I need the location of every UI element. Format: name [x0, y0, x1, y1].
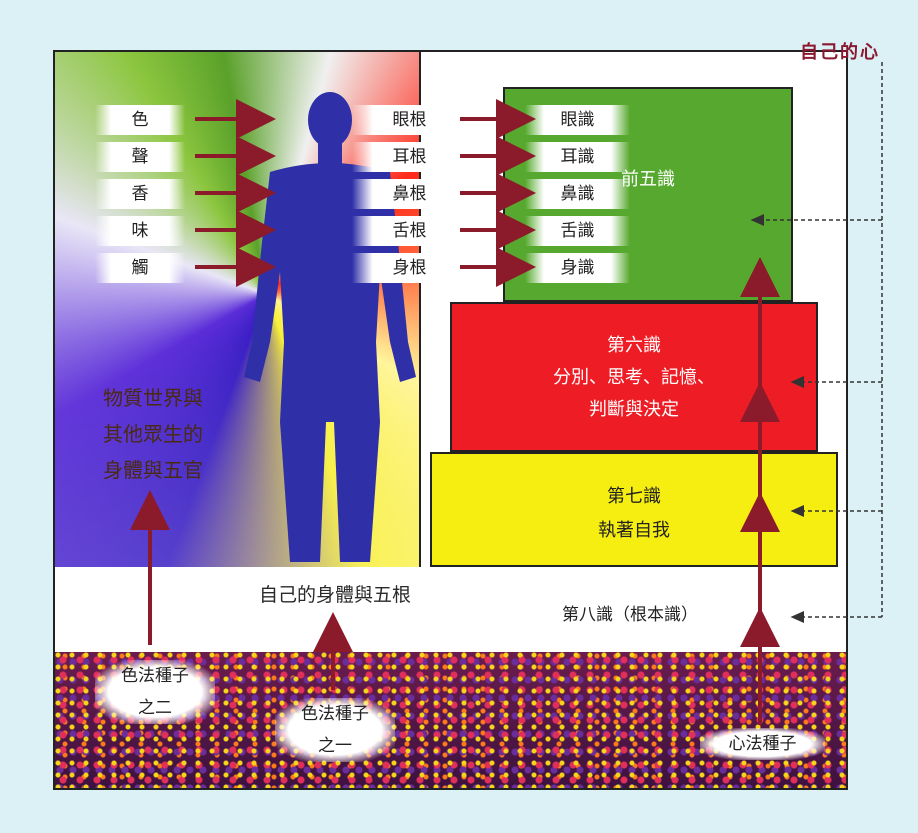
own-mind-label: 自己的心	[800, 42, 880, 63]
form-seed-one: 色法種子 之一	[275, 698, 395, 762]
own-body-label: 自己的身體與五根	[258, 584, 411, 606]
world-text-line-2: 其他眾生的	[103, 422, 203, 446]
sense-root-body: 身根	[352, 253, 467, 283]
body-consciousness: 身識	[525, 253, 630, 283]
sixth-desc-2: 判斷與決定	[589, 399, 679, 420]
sixth-consciousness-label: 第六識 分別、思考、記憶、 判斷與決定	[450, 330, 818, 426]
seventh-desc: 執著自我	[598, 520, 670, 541]
form-seed-two: 色法種子 之二	[95, 660, 215, 724]
sense-root-eye: 眼根	[352, 105, 467, 135]
seventh-consciousness-label: 第七識 執著自我	[430, 480, 838, 548]
sixth-desc-1: 分別、思考、記憶、	[553, 367, 715, 388]
sense-object-sound: 聲	[95, 142, 185, 172]
form-seed-one-line-1: 色法種子	[301, 704, 369, 724]
tongue-consciousness: 舌識	[525, 216, 630, 246]
eighth-consciousness-band	[55, 567, 846, 653]
sense-object-form: 色	[95, 105, 185, 135]
eighth-consciousness-label: 第八識（根本識）	[562, 605, 698, 625]
world-text-line-1: 物質世界與	[103, 386, 203, 410]
sense-root-ear: 耳根	[352, 142, 467, 172]
ear-consciousness: 耳識	[525, 142, 630, 172]
form-seed-two-line-2: 之二	[138, 698, 172, 718]
sense-object-smell: 香	[95, 179, 185, 209]
form-seed-one-line-2: 之一	[318, 736, 352, 756]
seventh-title: 第七識	[607, 486, 661, 507]
first-five-label: 前五識	[621, 169, 675, 190]
world-text-line-3: 身體與五官	[103, 458, 203, 482]
material-world-text: 物質世界與 其他眾生的 身體與五官	[78, 380, 228, 488]
sense-root-tongue: 舌根	[352, 216, 467, 246]
sense-object-taste: 味	[95, 216, 185, 246]
sixth-title: 第六識	[607, 335, 661, 356]
sixth-consciousness-box	[450, 302, 818, 452]
eye-consciousness: 眼識	[525, 105, 630, 135]
sense-root-nose: 鼻根	[352, 179, 467, 209]
nose-consciousness: 鼻識	[525, 179, 630, 209]
form-seed-two-line-1: 色法種子	[121, 666, 189, 686]
sense-object-touch: 觸	[95, 253, 185, 283]
mind-seed: 心法種子	[700, 728, 825, 760]
